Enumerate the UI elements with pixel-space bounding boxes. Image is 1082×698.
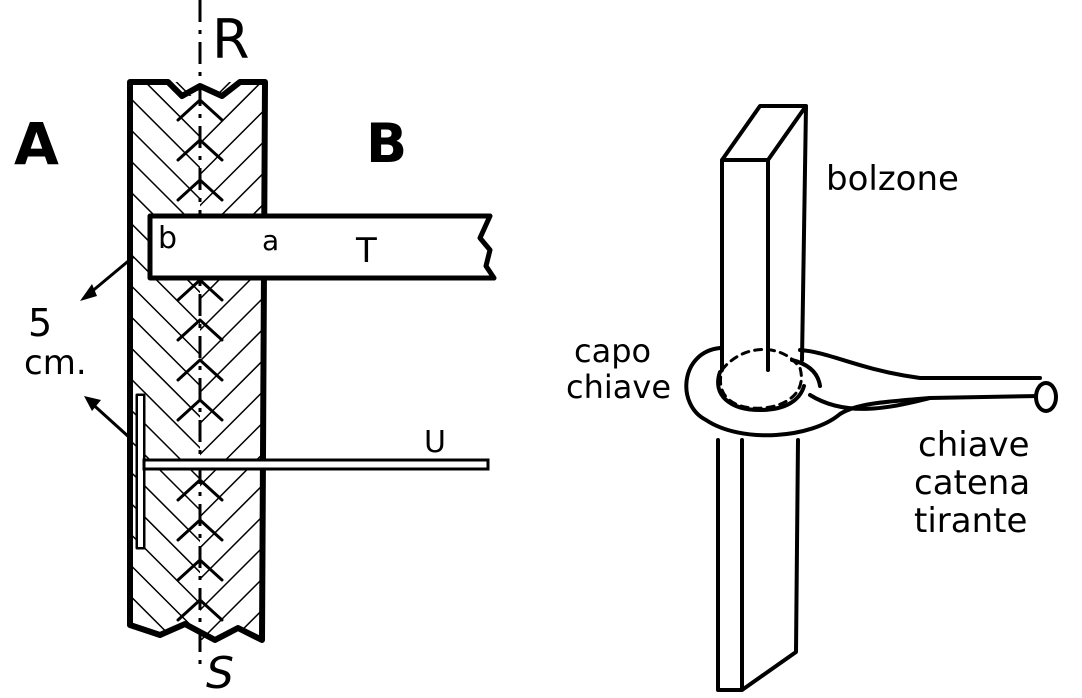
beam-label-t: T — [355, 231, 377, 271]
side-label-b: B — [366, 112, 407, 175]
label-chiave-head: chiave — [566, 368, 671, 406]
distance-unit: cm. — [24, 343, 87, 383]
key-loop-front-lower — [716, 370, 806, 412]
post-upper — [720, 104, 808, 372]
distance-value: 5 — [28, 301, 52, 345]
wall-section-figure: A B R S b a T U 5 cm. — [14, 0, 497, 698]
label-catena: catena — [914, 463, 1030, 503]
tie-rod-u — [142, 458, 490, 471]
dimension-arrowhead-upper — [80, 284, 97, 301]
label-tirante: tirante — [914, 501, 1027, 541]
label-chiave: chiave — [918, 425, 1030, 465]
wall-hatch-right — [200, 82, 265, 640]
axis-label-s: S — [206, 648, 234, 698]
label-capo: capo — [574, 332, 651, 370]
anchor-plate-fill — [136, 394, 145, 549]
beam-label-b: b — [158, 221, 177, 256]
post-lower — [716, 438, 800, 692]
side-label-a: A — [14, 110, 59, 178]
beam-t-outline — [147, 213, 497, 281]
tie-rod-key-figure: bolzone capo chiave chiave catena tirant… — [566, 104, 1058, 692]
wall-hatch-left — [130, 82, 200, 640]
dimension-arrowhead-lower — [84, 396, 101, 411]
wall-outline — [127, 79, 268, 643]
rod-end-cap — [1034, 381, 1058, 413]
axis-label-r: R — [212, 8, 250, 71]
key-loop-front — [684, 346, 932, 438]
beam-label-a: a — [262, 224, 279, 257]
beam-t-body — [150, 216, 490, 278]
rod-label-u: U — [424, 425, 446, 460]
label-bolzone: bolzone — [826, 159, 959, 199]
key-loop-hidden — [719, 348, 803, 410]
